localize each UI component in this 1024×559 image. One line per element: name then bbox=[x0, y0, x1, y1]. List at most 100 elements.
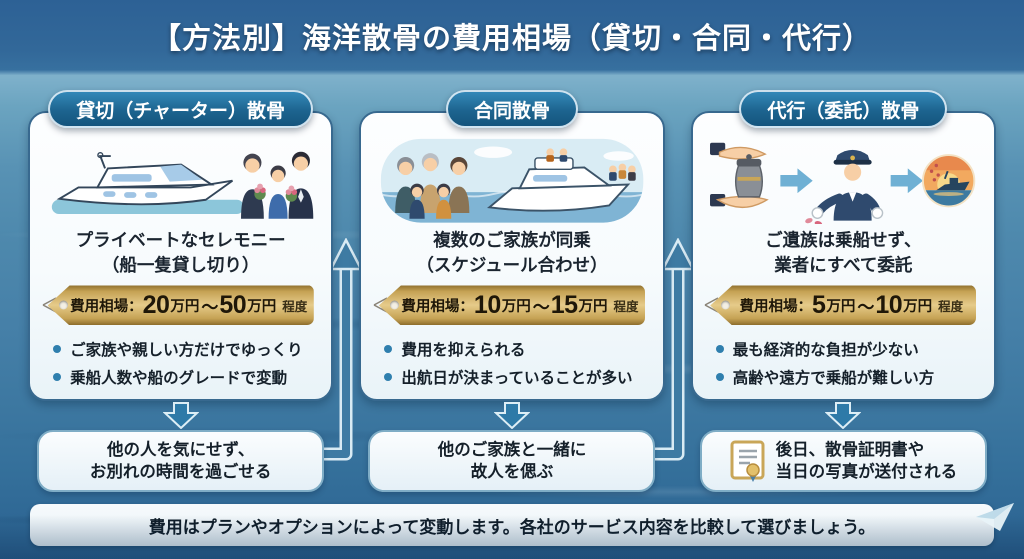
sunset-scattering-icon bbox=[922, 154, 976, 208]
outcome-box-charter: 他の人を気にせず、 お別れの時間を過ごせる bbox=[37, 430, 325, 492]
bullet-dot-icon bbox=[715, 372, 724, 381]
step-arrow-icon bbox=[780, 168, 813, 194]
method-header-agency: 代行（委託）散骨 bbox=[739, 90, 948, 128]
price-unit: 万円 bbox=[501, 298, 531, 315]
bullet-dot-icon bbox=[384, 372, 393, 381]
outcome-text: 後日、散骨証明書や 当日の写真が送付される bbox=[776, 439, 958, 484]
method-header-label: 貸切（チャーター）散骨 bbox=[76, 100, 286, 122]
method-card-agency: ご遺族は乗船せず、 業者にすべて委託 費用相場： 5 万円 〜 10 万円 程度 bbox=[690, 111, 996, 401]
price-unit: 万円 bbox=[247, 298, 277, 315]
bullet-text: 乗船人数や船のグレードで変動 bbox=[70, 369, 288, 387]
price-min: 20 bbox=[142, 290, 170, 319]
bullet-text: 出航日が決まっていることが多い bbox=[401, 369, 633, 387]
price-tag: 費用相場： 5 万円 〜 10 万円 程度 bbox=[710, 285, 977, 326]
price-label: 費用相場： bbox=[739, 298, 812, 315]
price-label: 費用相場： bbox=[401, 298, 474, 315]
yacht-icon bbox=[56, 151, 233, 206]
bullet-item: 費用を抑えられる bbox=[384, 337, 639, 364]
method-subtitle: ご遺族は乗船せず、 業者にすべて委託 bbox=[765, 228, 921, 277]
price-tilde: 〜 bbox=[532, 297, 550, 317]
outcome-line: お別れの時間を過ごせる bbox=[89, 463, 272, 481]
bullet-dot-icon bbox=[53, 345, 62, 354]
price-tag-row: 費用相場： 20 万円 〜 50 万円 程度 bbox=[42, 285, 314, 326]
step-arrow-icon bbox=[890, 168, 924, 194]
down-arrow-icon bbox=[162, 402, 199, 429]
method-columns: 貸切（チャーター）散骨 bbox=[28, 90, 996, 492]
bullet-dot-icon bbox=[715, 345, 724, 354]
outcome-line: 他の人を気にせず、 bbox=[106, 440, 255, 459]
bullet-dot-icon bbox=[384, 345, 393, 354]
method-header-joint: 合同散骨 bbox=[445, 90, 578, 128]
price-tag: 費用相場： 20 万円 〜 50 万円 程度 bbox=[47, 285, 314, 326]
mourning-family-icon bbox=[240, 151, 313, 219]
outcome-line: 故人を偲ぶ bbox=[470, 463, 554, 481]
method-subtitle: プライベートなセレモニー （船一隻貸し切り） bbox=[76, 228, 286, 277]
charter-illustration bbox=[48, 137, 314, 224]
bullet-item: ご家族や親しい方だけでゆっくり bbox=[53, 337, 308, 364]
method-card-joint: 複数のご家族が同乗 （スケジュール合わせ） 費用相場： 10 万円 〜 15 万… bbox=[359, 111, 665, 401]
tag-string-icon bbox=[373, 297, 388, 314]
price-max: 15 bbox=[550, 290, 578, 319]
paper-plane-icon bbox=[976, 503, 1014, 531]
captain-icon bbox=[805, 149, 884, 225]
bullet-item: 最も経済的な負担が少ない bbox=[715, 337, 971, 364]
footer-note-text: 費用はプランやオプションによって変動します。各社のサービス内容を比較して選びまし… bbox=[149, 513, 875, 538]
price-unit: 万円 bbox=[578, 298, 608, 315]
tag-string-icon bbox=[42, 297, 56, 314]
bullet-item: 高齢や遠方で乗船が難しい方 bbox=[715, 365, 971, 392]
price-min: 5 bbox=[811, 290, 826, 319]
method-subtitle: 複数のご家族が同乗 （スケジュール合わせ） bbox=[416, 228, 607, 277]
price-min: 10 bbox=[473, 290, 501, 319]
subtitle-line: プライベートなセレモニー bbox=[75, 230, 286, 251]
price-unit: 万円 bbox=[903, 298, 933, 315]
price-approx: 程度 bbox=[613, 299, 639, 314]
bottom-wave-decoration bbox=[0, 515, 1024, 559]
bullet-dot-icon bbox=[53, 372, 62, 381]
subtitle-line: 業者にすべて委託 bbox=[774, 254, 913, 275]
outcome-box-agency: 後日、散骨証明書や 当日の写真が送付される bbox=[699, 430, 987, 492]
price-approx: 程度 bbox=[282, 299, 308, 314]
subtitle-line: （船一隻貸し切り） bbox=[101, 254, 260, 275]
subtitle-line: ご遺族は乗船せず、 bbox=[765, 230, 922, 251]
price-tilde: 〜 bbox=[857, 297, 875, 317]
feature-bullets: 最も経済的な負担が少ない 高齢や遠方で乗船が難しい方 bbox=[710, 337, 977, 391]
agency-illustration bbox=[710, 137, 976, 225]
footer-note: 費用はプランやオプションによって変動します。各社のサービス内容を比較して選びまし… bbox=[30, 504, 994, 546]
page-title: 【方法別】海洋散骨の費用相場（貸切・合同・代行） bbox=[151, 23, 872, 55]
price-unit: 万円 bbox=[826, 298, 856, 315]
outcome-line: 後日、散骨証明書や bbox=[775, 440, 925, 459]
bullet-item: 乗船人数や船のグレードで変動 bbox=[53, 365, 308, 392]
price-max: 10 bbox=[875, 290, 903, 319]
feature-bullets: ご家族や親しい方だけでゆっくり 乗船人数や船のグレードで変動 bbox=[47, 337, 314, 391]
price-max: 50 bbox=[219, 290, 247, 319]
method-header-label: 代行（委託）散骨 bbox=[767, 100, 920, 122]
method-header-charter: 貸切（チャーター）散骨 bbox=[48, 90, 314, 128]
outcome-line: 他のご家族と一緒に bbox=[437, 440, 587, 459]
price-tag: 費用相場： 10 万円 〜 15 万円 程度 bbox=[378, 285, 646, 326]
bullet-text: 最も経済的な負担が少ない bbox=[732, 342, 919, 360]
tag-string-icon bbox=[704, 297, 719, 314]
method-header-label: 合同散骨 bbox=[473, 100, 550, 122]
subtitle-line: （スケジュール合わせ） bbox=[416, 254, 608, 275]
down-arrow-icon bbox=[493, 402, 530, 429]
method-column-joint: 合同散骨 bbox=[359, 90, 665, 492]
flow-arrow-icon bbox=[652, 238, 696, 461]
bullet-item: 出航日が決まっていることが多い bbox=[384, 365, 639, 392]
price-approx: 程度 bbox=[938, 299, 964, 314]
joint-illustration bbox=[379, 137, 645, 224]
price-tag-row: 費用相場： 10 万円 〜 15 万円 程度 bbox=[373, 285, 646, 326]
price-unit: 万円 bbox=[170, 298, 200, 315]
method-column-charter: 貸切（チャーター）散骨 bbox=[28, 90, 334, 492]
subtitle-line: 複数のご家族が同乗 bbox=[433, 230, 591, 251]
price-label: 費用相場： bbox=[70, 298, 143, 315]
price-tilde: 〜 bbox=[201, 297, 219, 317]
price-tag-row: 費用相場： 5 万円 〜 10 万円 程度 bbox=[704, 285, 977, 326]
method-card-charter: プライベートなセレモニー （船一隻貸し切り） 費用相場： 20 万円 〜 50 … bbox=[28, 111, 334, 401]
down-arrow-icon bbox=[825, 402, 862, 429]
outcome-line: 当日の写真が送付される bbox=[775, 463, 958, 481]
bullet-text: 費用を抑えられる bbox=[401, 342, 526, 360]
flow-arrow-icon bbox=[320, 238, 364, 461]
families-group-icon bbox=[395, 153, 470, 219]
urn-handoff-icon bbox=[710, 142, 770, 209]
